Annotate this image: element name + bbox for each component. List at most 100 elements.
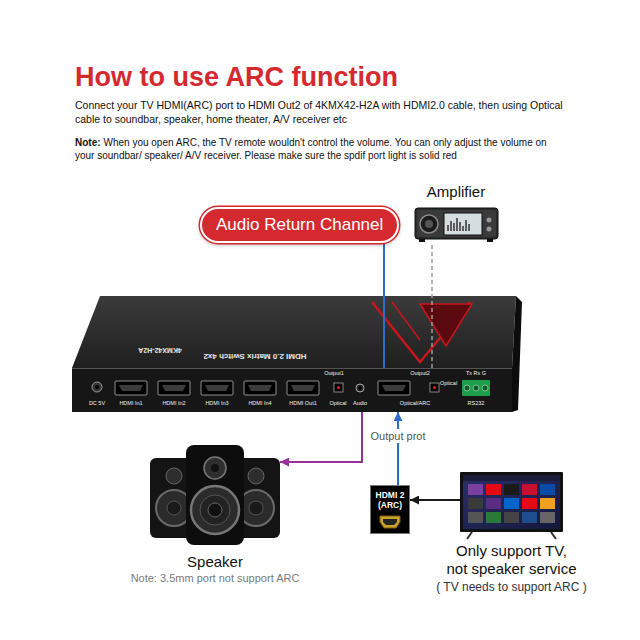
connector — [410, 499, 460, 501]
amplifier-illustration — [415, 208, 498, 242]
amplifier-illustration — [444, 213, 482, 235]
hdmi-port — [287, 381, 319, 395]
tv-illustration — [522, 512, 537, 523]
matrix-switch-illustration — [72, 368, 512, 369]
model-number: 4KMX42-H2A — [138, 346, 182, 354]
hdmi-port — [115, 381, 147, 395]
callout-pill: Audio Return Channel — [200, 207, 399, 243]
hdmi-port-icon — [379, 515, 401, 529]
port-label: HDMI In1 — [119, 401, 142, 407]
amplifier-illustration — [425, 220, 433, 228]
hdmi-port — [378, 381, 410, 395]
tv-illustration — [486, 484, 501, 495]
dc-jack — [92, 382, 102, 392]
intro-text: Connect your TV HDMI(ARC) port to HDMI O… — [75, 99, 567, 127]
port-label: HDMI In2 — [162, 401, 185, 407]
matrix-switch: DC 5VHDMI In1HDMI In2HDMI In3HDMI In4Out… — [72, 368, 512, 412]
speaker-illustration — [166, 468, 182, 484]
note: Note: 3.5mm port not support ARC — [115, 571, 315, 585]
note-text: When you open ARC, the TV remote wouldn'… — [75, 136, 567, 162]
amplifier-illustration — [487, 227, 492, 232]
tv-illustration — [463, 475, 560, 481]
tv-illustration — [468, 512, 483, 523]
hdmi-port — [244, 381, 276, 395]
speaker-illustration — [249, 501, 263, 515]
caption: Speaker — [115, 553, 315, 571]
port-label: Audio — [353, 401, 367, 407]
matrix-switch-illustration — [512, 296, 522, 412]
tv: Only support TV, not speaker service( TV… — [460, 472, 563, 532]
hdmi-port — [291, 385, 315, 391]
rs232-terminal — [462, 380, 490, 396]
tv-illustration — [540, 512, 555, 523]
port-label: Optical/ARC — [400, 401, 430, 407]
speaker-illustration — [211, 464, 219, 472]
hdmi-port — [158, 381, 190, 395]
hdmi-port — [115, 381, 147, 395]
hdmi-port — [119, 385, 143, 391]
optical-port — [334, 383, 343, 392]
brand-logo — [420, 304, 472, 346]
amplifier: Amplifier — [410, 183, 502, 245]
caption: Only support TV, not speaker service — [445, 542, 579, 578]
optical-port — [337, 386, 340, 389]
hdmi-port — [205, 385, 229, 391]
title: How to use ARC function — [75, 62, 398, 93]
speaker: SpeakerNote: 3.5mm port not support ARC — [150, 440, 280, 545]
speaker-illustration — [167, 501, 181, 515]
tv-illustration — [468, 484, 483, 495]
tv-illustration — [463, 475, 560, 529]
speaker-illustration — [186, 445, 244, 545]
hdmi-port — [162, 385, 186, 391]
tv-illustration — [468, 498, 483, 509]
amplifier-illustration — [415, 208, 498, 239]
port-label: Output2 — [410, 371, 430, 377]
port-label: DC 5V — [89, 401, 105, 407]
tv-illustration — [540, 498, 555, 509]
connector-label: Output prot — [367, 429, 428, 443]
brand-logo — [392, 302, 420, 340]
tv-illustration — [504, 484, 519, 495]
audio-jack — [358, 386, 362, 390]
port-label: HDMI Out1 — [289, 401, 317, 407]
rs232-terminal — [462, 380, 490, 396]
brand-logo — [372, 302, 472, 362]
speaker-illustration — [191, 486, 239, 534]
hdmi-port — [201, 381, 233, 395]
speaker-illustration — [248, 468, 264, 484]
port-label: HDMI In3 — [205, 401, 228, 407]
tv-illustration — [522, 484, 537, 495]
tv-illustration — [486, 512, 501, 523]
hdmi-port — [378, 381, 410, 395]
amplifier-illustration — [448, 218, 469, 231]
connector — [397, 412, 399, 485]
matrix-switch-illustration — [72, 296, 522, 412]
hdmi-port — [158, 381, 190, 395]
connector — [280, 412, 362, 462]
dc-jack — [92, 382, 102, 392]
port-label: Optical — [440, 381, 457, 387]
tv-illustration — [467, 532, 556, 539]
port-label: Output1 — [324, 371, 344, 377]
tv-illustration — [460, 472, 563, 539]
speaker-illustration — [150, 445, 280, 545]
speaker-illustration — [208, 503, 222, 517]
amplifier-illustration — [417, 210, 496, 237]
tv-illustration — [540, 484, 555, 495]
hdmi-port-icon — [380, 516, 400, 528]
dc-jack — [95, 385, 99, 389]
speaker-illustration — [200, 495, 230, 525]
optical-port — [334, 383, 439, 392]
tv-illustration — [504, 498, 519, 509]
hdmi-arc-port: HDMI 2 (ARC) — [370, 485, 410, 534]
port-label: RS232 — [468, 401, 485, 407]
speaker-illustration — [204, 457, 226, 479]
tv-illustration — [522, 498, 537, 509]
amplifier-illustration — [487, 218, 492, 223]
port-label: Optical — [329, 401, 346, 407]
audio-jack — [356, 384, 364, 392]
tv-illustration — [460, 472, 563, 532]
optical-port — [430, 383, 439, 392]
hdmi-port-icon — [383, 519, 397, 525]
